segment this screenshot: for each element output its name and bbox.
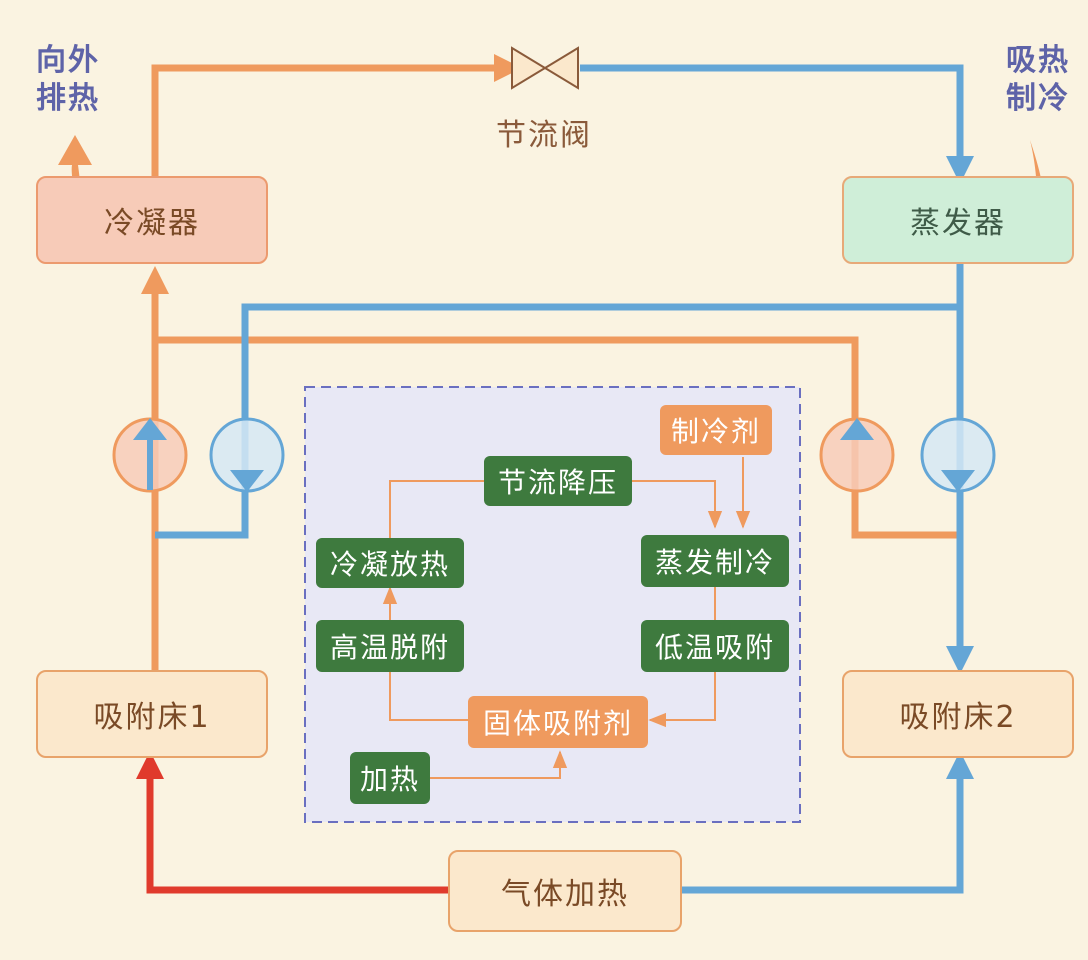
pipe-gas-heating-to-bed1 — [136, 751, 450, 894]
cycle-line-heating-to-adsorbent — [430, 750, 568, 779]
right-orange-pump-icon — [819, 417, 895, 493]
adsorption-bed-2: 吸附床2 — [842, 670, 1074, 758]
adsorption-bed-1: 吸附床1 — [36, 670, 268, 758]
throttle-valve-icon — [511, 46, 579, 90]
cycle-low-temp-adsorption: 低温吸附 — [641, 620, 789, 672]
heat-out-label: 向外 排热 — [36, 42, 100, 118]
pipe-gas-heating-to-bed2 — [682, 751, 974, 894]
cycle-line-adsorbent-to-desorb — [389, 672, 470, 721]
gas-heating-box: 气体加热 — [448, 850, 682, 932]
cycle-heating: 加热 — [350, 752, 430, 804]
cycle-throttle-depressurize: 节流降压 — [484, 456, 632, 506]
left-orange-pump-icon — [112, 417, 188, 493]
heat-out-line2: 排热 — [36, 81, 100, 116]
pipe-condenser-to-valve — [151, 54, 522, 176]
heat-in-line2: 制冷 — [1006, 81, 1070, 116]
pipe-valve-to-evaporator — [580, 64, 974, 184]
cycle-line-adsorb-to-adsorbent — [648, 672, 716, 728]
cycle-condense-release-heat: 冷凝放热 — [316, 538, 464, 588]
throttle-valve-label: 节流阀 — [496, 118, 592, 153]
cycle-line-condense-to-throttle — [389, 480, 484, 538]
evaporator-box: 蒸发器 — [842, 176, 1074, 264]
cycle-refrigerant: 制冷剂 — [660, 405, 772, 455]
cycle-solid-adsorbent: 固体吸附剂 — [468, 696, 648, 748]
heat-in-line1: 吸热 — [1006, 43, 1070, 78]
cycle-high-temp-desorption: 高温脱附 — [316, 620, 464, 672]
condenser-box: 冷凝器 — [36, 176, 268, 264]
left-blue-pump-icon — [209, 417, 285, 493]
heat-out-line1: 向外 — [36, 43, 100, 78]
cycle-evaporate-cool: 蒸发制冷 — [641, 535, 789, 587]
right-blue-pump-icon — [920, 417, 996, 493]
cycle-line-throttle-to-evaporate — [632, 480, 723, 529]
heat-in-label: 吸热 制冷 — [1006, 42, 1070, 118]
